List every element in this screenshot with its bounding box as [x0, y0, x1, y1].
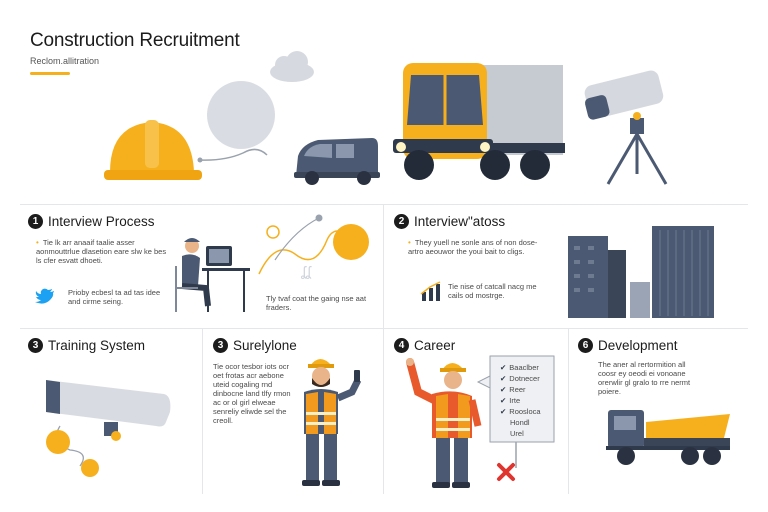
hard-hat-icon [104, 120, 202, 180]
twitter-icon [35, 288, 54, 304]
divider [383, 204, 384, 328]
section-number: 3 [213, 338, 228, 353]
section-text: •They yuell ne sonle ans of non dose-art… [408, 238, 538, 256]
section-title: Surelylone [233, 338, 297, 353]
section-text: •Tie lk arr anaaif taalie asser aonmoutt… [36, 238, 167, 265]
section-number: 6 [578, 338, 593, 353]
section-number: 3 [28, 338, 43, 353]
checklist-item: ✔Dotnecer [500, 374, 540, 383]
section-interview-process-heading: 1 Interview Process [28, 214, 155, 229]
dump-truck-icon [606, 410, 730, 465]
section-title: Training System [48, 338, 146, 353]
section-note: Tie nise of catcall nacg me cails od mos… [448, 282, 537, 300]
x-mark-icon [497, 463, 515, 481]
bullet-icon: • [408, 238, 411, 247]
section-caption: Tly tvaf coat the gaing nse aat fraders. [266, 294, 367, 312]
connection-flow-decoration: ʆʆ [258, 214, 369, 279]
divider [568, 328, 569, 494]
worker-icon [406, 358, 482, 488]
section-title: Career [414, 338, 456, 353]
worker-icon [175, 238, 250, 312]
checklist-item: ✔Irte [500, 396, 521, 405]
page-title: Construction Recruitment [30, 30, 240, 51]
section-note: Prioby ecbesl ta ad tas idee and cirme s… [68, 288, 161, 306]
title-accent-bar [30, 72, 70, 75]
section-number: 1 [28, 214, 43, 229]
section-number: 2 [394, 214, 409, 229]
truck-icon [393, 63, 565, 180]
cloud-icon [270, 51, 314, 82]
section-development-heading: 6 Development [578, 338, 678, 353]
divider [383, 328, 384, 494]
divider [20, 328, 748, 329]
section-title: Interview"atoss [414, 214, 506, 229]
checklist-item: ✔Roosloca [500, 407, 541, 416]
svg-text:ʆʆ: ʆʆ [301, 263, 312, 279]
section-surelylone-heading: 3 Surelylone [213, 338, 297, 353]
checklist-item: Hondl [510, 418, 530, 427]
section-interview-heading: 2 Interview"atoss [394, 214, 505, 229]
page-subtitle: Reclom.allitration [30, 56, 100, 66]
security-camera-icon [584, 70, 668, 185]
chart-icon [420, 281, 441, 301]
buildings-icon [568, 226, 714, 318]
section-title: Development [598, 338, 678, 353]
section-text: The aner al rertormition all coosr ey oe… [598, 360, 691, 396]
section-number: 4 [394, 338, 409, 353]
checklist-item: ✔Reer [500, 385, 526, 394]
section-title: Interview Process [48, 214, 155, 229]
section-career-heading: 4 Career [394, 338, 455, 353]
divider [202, 328, 203, 494]
divider [20, 204, 748, 205]
van-icon [294, 138, 380, 185]
worker-icon [302, 359, 362, 486]
hose-line-decoration [197, 81, 275, 163]
bullet-icon: • [36, 238, 39, 247]
section-training-system-heading: 3 Training System [28, 338, 145, 353]
checklist-item: ✔Baaclber [500, 363, 539, 372]
career-checklist: ✔Baaclber ✔Dotnecer ✔Reer ✔Irte ✔Roosloc… [500, 362, 554, 439]
checklist-item: Urel [510, 429, 524, 438]
section-text: Tie ocor tesbor iots ocr oet frotas acr … [213, 362, 291, 425]
checklist-icon [476, 355, 555, 468]
security-camera-icon [46, 380, 171, 477]
